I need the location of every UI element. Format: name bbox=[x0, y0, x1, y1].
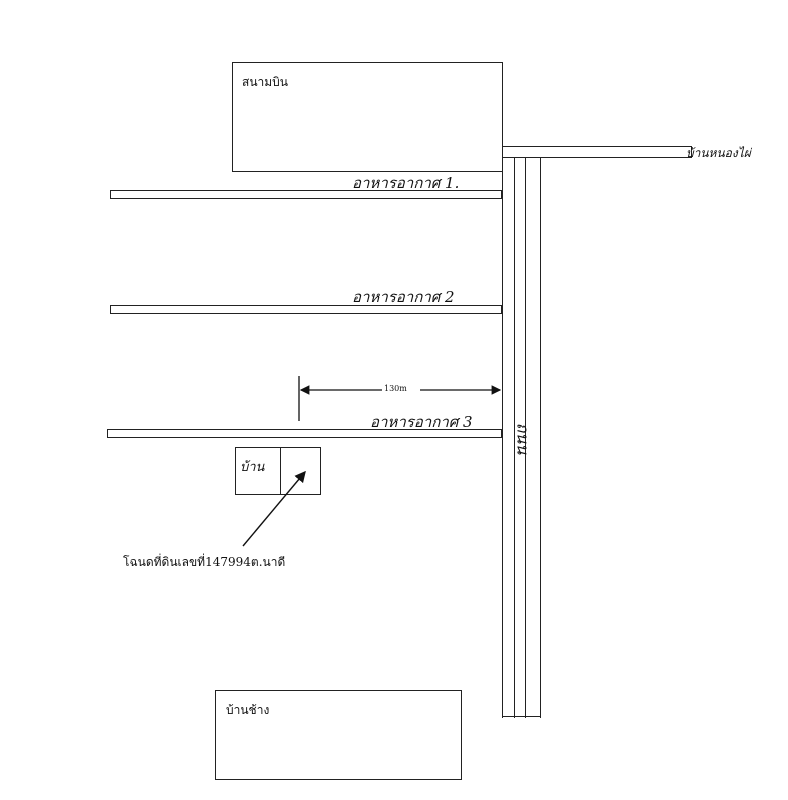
road-3 bbox=[107, 429, 502, 438]
plot-note: โฉนดที่ดินเลขที่147994ต.นาดี bbox=[123, 555, 286, 569]
vertical-road-outer bbox=[502, 146, 541, 718]
ban-chang-label: บ้านช้าง bbox=[226, 703, 270, 717]
house-label: บ้าน bbox=[240, 460, 265, 475]
road-east bbox=[502, 146, 692, 158]
road-2 bbox=[110, 305, 502, 314]
building3-label: อาหารอากาศ 3 bbox=[370, 413, 473, 431]
plot-divider bbox=[280, 448, 282, 494]
airport-box: สนามบิน bbox=[232, 62, 503, 172]
distance-label: 130m bbox=[382, 384, 409, 393]
airport-label: สนามบิน bbox=[242, 75, 288, 89]
vertical-road-label: ถนน bbox=[513, 422, 533, 455]
building2-label: อาหารอากาศ 2 bbox=[352, 288, 455, 306]
ban-chang-box: บ้านช้าง bbox=[215, 690, 462, 780]
house-plot-box: บ้าน bbox=[235, 447, 321, 495]
building1-label: อาหารอากาศ 1. bbox=[352, 174, 460, 192]
village-nongphai-label: บ้านหนองไผ่ bbox=[686, 146, 751, 160]
road-1 bbox=[110, 190, 502, 199]
vertical-road-inner bbox=[514, 157, 526, 718]
vertical-road-cap bbox=[502, 716, 541, 718]
